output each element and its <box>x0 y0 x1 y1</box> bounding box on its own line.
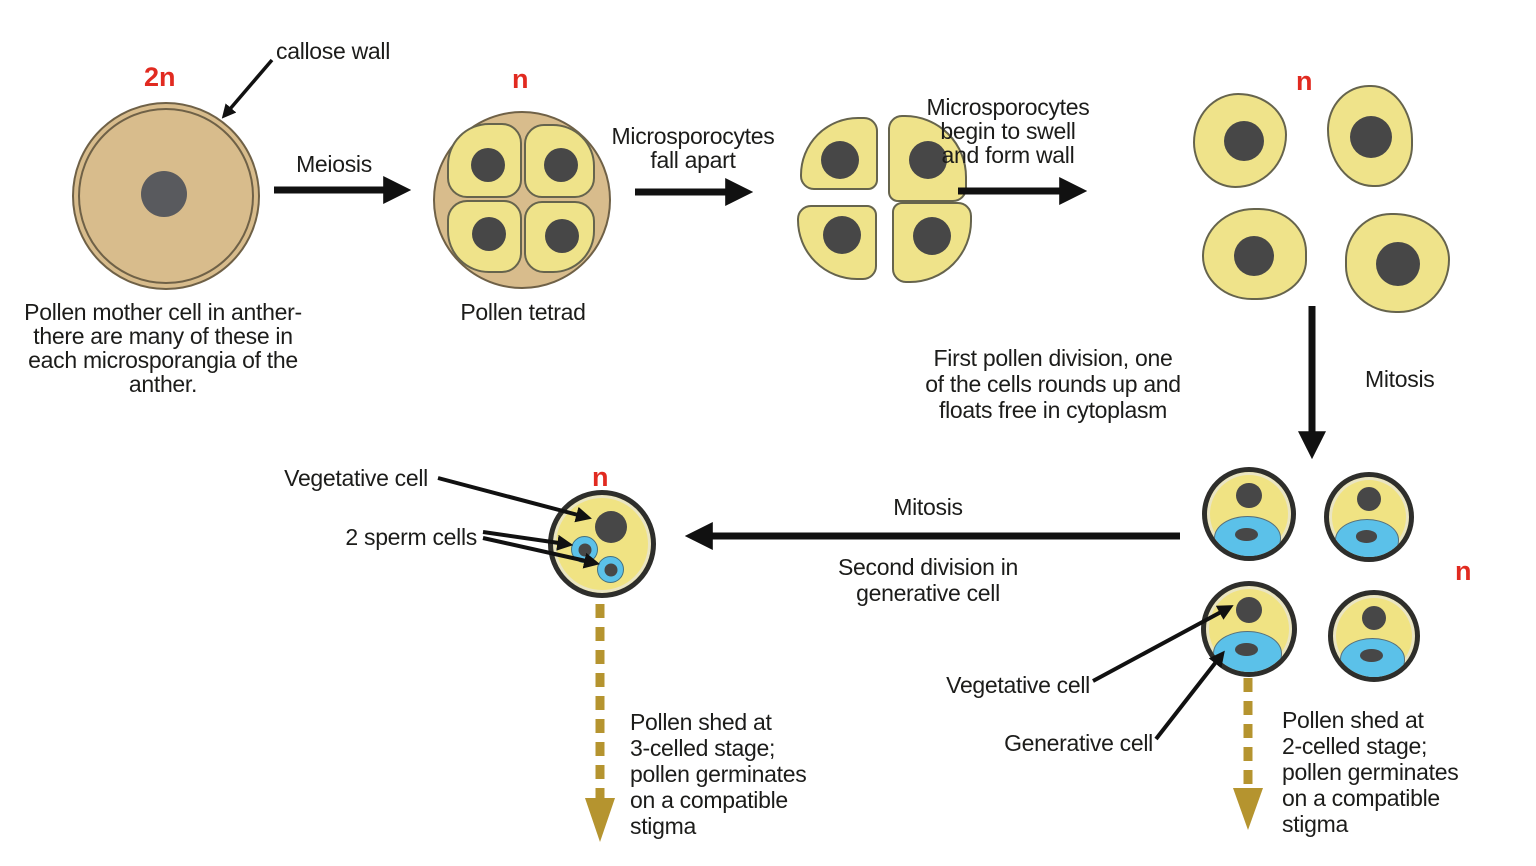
fall-apart-label: Microsporocytes fall apart <box>611 123 775 173</box>
ploidy-n-bicellular: n <box>1455 556 1472 586</box>
vegetative-nucleus <box>1236 482 1262 509</box>
pollen-shed-arrow-right <box>1233 678 1263 830</box>
tetrad-cell-nucleus <box>472 217 506 251</box>
generative-nucleus <box>1234 527 1258 541</box>
second-division-caption: Second division in generative cell <box>838 554 1018 606</box>
microspore <box>1327 85 1413 187</box>
meiosis-label: Meiosis <box>296 151 372 177</box>
generative-cell-region <box>1213 515 1281 556</box>
microspore <box>1193 93 1287 188</box>
vegetative-nucleus <box>1357 487 1381 512</box>
tetrad-cell-nucleus <box>471 148 505 182</box>
tetrad-cell <box>447 200 522 273</box>
microspore-nucleus <box>1350 116 1392 158</box>
generative-cell-region <box>1339 637 1406 677</box>
sperm-cell <box>597 556 624 583</box>
microsporocyte-quarter <box>892 202 972 283</box>
generative-nucleus <box>1234 642 1258 657</box>
tetrad-cell <box>524 201 595 273</box>
microspore <box>1345 213 1450 313</box>
callose-wall-label: callose wall <box>276 38 391 64</box>
ploidy-n-microspores: n <box>1296 66 1313 96</box>
first-division-caption: First pollen division, one of the cells … <box>925 345 1181 423</box>
generative-cell-label: Generative cell <box>1004 730 1153 756</box>
callose-pointer-arrow <box>221 58 274 119</box>
vegetative-cell-label-right: Vegetative cell <box>946 672 1090 698</box>
pollen-shed-arrow-left <box>585 604 615 842</box>
generative-cell-region <box>1212 630 1282 672</box>
vegetative-nucleus <box>595 511 627 543</box>
tetrad-cell-nucleus <box>545 219 579 253</box>
tricellular-pollen <box>548 490 656 598</box>
microsporocyte-quarter <box>800 117 878 190</box>
mitosis-label-2: Mitosis <box>893 494 963 520</box>
microsporocyte-nucleus <box>909 141 947 179</box>
sperm-nucleus <box>578 543 591 556</box>
microsporocyte-quarter <box>797 205 877 280</box>
microsporocyte-nucleus <box>821 141 859 179</box>
sperm-nucleus <box>604 563 617 576</box>
callose-wall-ring <box>78 108 254 284</box>
vegetative-nucleus <box>1236 597 1262 623</box>
microspore <box>1202 208 1307 300</box>
generative-cell-region <box>1335 518 1400 557</box>
generative-pointer-arrow <box>1154 650 1225 741</box>
microsporocyte-nucleus <box>913 217 951 255</box>
sperm-cell <box>571 536 598 563</box>
microspore-nucleus <box>1224 121 1264 161</box>
vegetative-cell-label-left: Vegetative cell <box>284 465 428 491</box>
ploidy-n-tetrad: n <box>512 64 529 94</box>
sperm-cells-label: 2 sperm cells <box>345 524 477 550</box>
bicellular-pollen <box>1201 581 1297 677</box>
bicellular-pollen <box>1202 467 1296 561</box>
ploidy-2n-label: 2n <box>144 62 176 92</box>
microspore-nucleus <box>1234 236 1274 276</box>
microsporocyte-nucleus <box>823 216 861 254</box>
shed-2-celled-caption: Pollen shed at 2-celled stage; pollen ge… <box>1282 707 1459 837</box>
pollen-tetrad-label: Pollen tetrad <box>460 299 586 325</box>
microspore-nucleus <box>1376 242 1420 286</box>
vegetative-nucleus <box>1361 605 1387 631</box>
shed-3-celled-caption: Pollen shed at 3-celled stage; pollen ge… <box>630 709 807 839</box>
swell-label: Microsporocytes begin to swell and form … <box>926 94 1090 168</box>
pollen-mother-cell-caption: Pollen mother cell in anther- there are … <box>24 299 302 397</box>
pollen-tetrad <box>433 111 611 289</box>
generative-nucleus <box>1360 649 1383 663</box>
tetrad-cell <box>447 123 522 198</box>
pmc-nucleus <box>141 171 187 217</box>
ploidy-n-tricellular: n <box>592 462 609 492</box>
vegetative-pointer-arrow-left <box>437 476 592 523</box>
mitosis-label-1: Mitosis <box>1365 366 1435 392</box>
bicellular-pollen <box>1328 590 1420 682</box>
tetrad-cell <box>524 124 595 198</box>
generative-nucleus <box>1355 529 1378 543</box>
bicellular-pollen <box>1324 472 1414 562</box>
tetrad-cell-nucleus <box>544 148 578 182</box>
pollen-mother-cell <box>72 102 260 290</box>
